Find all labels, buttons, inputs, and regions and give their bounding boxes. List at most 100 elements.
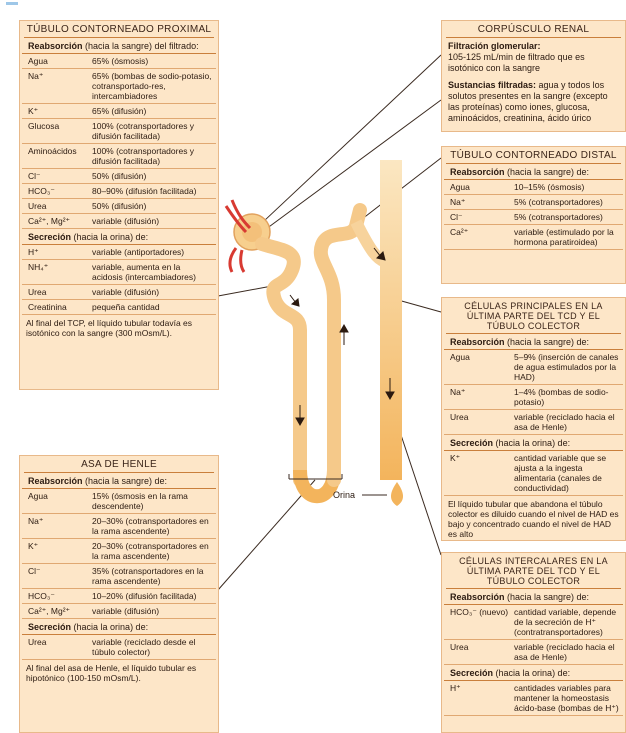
- section-secrecion: Secreción (hacia la orina) de:: [444, 665, 623, 681]
- proximal-tube: [262, 244, 300, 480]
- row-value: cantidad variable, depende de la secreci…: [514, 607, 619, 637]
- section-reabsorcion: Reabsorción (hacia la sangre) de:: [22, 473, 216, 489]
- filtracion-value: 105-125 mL/min de filtrado que es isotón…: [448, 52, 585, 73]
- panel-title: ASA DE HENLE: [24, 456, 214, 473]
- row-substance: Ca²⁺, Mg²⁺: [26, 216, 92, 226]
- row-substance: HCO₃⁻ (nuevo): [448, 607, 514, 637]
- row-value: 65% (difusión): [92, 106, 212, 116]
- row-substance: Ca²⁺, Mg²⁺: [26, 606, 92, 616]
- row-substance: H⁺: [448, 683, 514, 713]
- row-value: 10–15% (ósmosis): [514, 182, 619, 192]
- section-rest: (hacia la orina) de:: [71, 622, 148, 632]
- row-substance: Agua: [448, 352, 514, 382]
- table-row: HCO₃⁻80–90% (difusión facilitada): [22, 184, 216, 199]
- table-row: K⁺20–30% (cotransportadores en la rama a…: [22, 539, 216, 564]
- row-value: variable (estimulado por la hormona para…: [514, 227, 619, 247]
- table-row: Agua5–9% (inserción de canales de agua e…: [444, 350, 623, 385]
- section-rest: (hacia la sangre) de:: [83, 476, 168, 486]
- panel-intercalares: CÉLULAS INTERCALARES EN LA ÚLTIMA PARTE …: [441, 552, 626, 733]
- collecting-duct: [380, 160, 402, 480]
- section-rest: (hacia la orina) de:: [493, 438, 570, 448]
- section-reabsorcion: Reabsorción (hacia la sangre) de:: [444, 334, 623, 350]
- row-value: 65% (bombas de sodio-potasio, cotranspor…: [92, 71, 212, 101]
- section-secrecion: Secreción (hacia la orina) de:: [22, 229, 216, 245]
- row-value: variable, aumenta en la acidosis (interc…: [92, 262, 212, 282]
- section-label: Reabsorción: [28, 476, 83, 486]
- panel-title: TÚBULO CONTORNEADO PROXIMAL: [24, 21, 214, 38]
- table-row: Creatininapequeña cantidad: [22, 300, 216, 315]
- row-value: 35% (cotransportadores en la rama ascend…: [92, 566, 212, 586]
- section-rest: (hacia la sangre) de:: [505, 592, 590, 602]
- row-substance: K⁺: [448, 453, 514, 493]
- row-substance: HCO₃⁻: [26, 591, 92, 601]
- row-substance: K⁺: [26, 541, 92, 561]
- table-row: H⁺cantidades variables para mantener la …: [444, 681, 623, 716]
- panel-note: El líquido tubular que abandona el túbul…: [442, 496, 625, 541]
- row-value: 80–90% (difusión facilitada): [92, 186, 212, 196]
- row-substance: NH₄⁺: [26, 262, 92, 282]
- reabs-list: Agua5–9% (inserción de canales de agua e…: [442, 350, 625, 435]
- table-row: Agua65% (ósmosis): [22, 54, 216, 69]
- table-row: H⁺variable (antiportadores): [22, 245, 216, 260]
- row-substance: Cl⁻: [448, 212, 514, 222]
- panel-corpusculo: CORPÚSCULO RENAL Filtración glomerular:1…: [441, 20, 626, 132]
- table-row: K⁺65% (difusión): [22, 104, 216, 119]
- panel-principales: CÉLULAS PRINCIPALES EN LA ÚLTIMA PARTE D…: [441, 297, 626, 541]
- row-substance: Urea: [26, 637, 92, 657]
- row-substance: Agua: [26, 56, 92, 66]
- row-value: 20–30% (cotransportadores en la rama asc…: [92, 541, 212, 561]
- row-value: 50% (difusión): [92, 171, 212, 181]
- row-value: pequeña cantidad: [92, 302, 212, 312]
- table-row: Na⁺1–4% (bombas de sodio-potasio): [444, 385, 623, 410]
- ascending-limb: [321, 210, 360, 480]
- row-substance: Ca²⁺: [448, 227, 514, 247]
- table-row: Ca²⁺variable (estimulado por la hormona …: [444, 225, 623, 250]
- panel-title: TÚBULO CONTORNEADO DISTAL: [446, 147, 621, 164]
- sec-list: K⁺cantidad variable que se ajusta a la i…: [442, 451, 625, 496]
- row-value: variable (reciclado desde el túbulo cole…: [92, 637, 212, 657]
- panel-title: CÉLULAS PRINCIPALES EN LA ÚLTIMA PARTE D…: [446, 298, 621, 334]
- section-label: Reabsorción: [28, 41, 83, 51]
- row-value: 100% (cotransportadores y difusión facil…: [92, 121, 212, 141]
- section-secrecion: Secreción (hacia la orina) de:: [22, 619, 216, 635]
- row-substance: Agua: [448, 182, 514, 192]
- row-substance: H⁺: [26, 247, 92, 257]
- panel-note: Al final del asa de Henle, el líquido tu…: [20, 660, 218, 686]
- row-value: 15% (ósmosis en la rama descendente): [92, 491, 212, 511]
- row-value: 5–9% (inserción de canales de agua estim…: [514, 352, 619, 382]
- row-substance: Na⁺: [26, 71, 92, 101]
- section-label: Reabsorción: [450, 167, 505, 177]
- table-row: HCO₃⁻10–20% (difusión facilitada): [22, 589, 216, 604]
- row-value: variable (difusión): [92, 606, 212, 616]
- sec-list: H⁺cantidades variables para mantener la …: [442, 681, 625, 716]
- section-rest: (hacia la sangre) del filtrado:: [83, 41, 199, 51]
- section-label: Secreción: [28, 622, 71, 632]
- section-rest: (hacia la sangre) de:: [505, 337, 590, 347]
- section-reabsorcion: Reabsorción (hacia la sangre) de:: [444, 164, 623, 180]
- row-substance: Urea: [26, 287, 92, 297]
- row-substance: Na⁺: [448, 387, 514, 407]
- row-substance: Agua: [26, 491, 92, 511]
- filtracion-label: Filtración glomerular:: [448, 41, 541, 51]
- section-rest: (hacia la orina) de:: [71, 232, 148, 242]
- row-value: cantidad variable que se ajusta a la ing…: [514, 453, 619, 493]
- panel-title: CORPÚSCULO RENAL: [446, 21, 621, 38]
- table-row: Cl⁻35% (cotransportadores en la rama asc…: [22, 564, 216, 589]
- row-value: 5% (cotransportadores): [514, 212, 619, 222]
- section-label: Reabsorción: [450, 592, 505, 602]
- row-value: 20–30% (cotransportadores en la rama asc…: [92, 516, 212, 536]
- row-value: cantidades variables para mantener la ho…: [514, 683, 619, 713]
- panel-distal: TÚBULO CONTORNEADO DISTAL Reabsorción (h…: [441, 146, 626, 284]
- orina-label: Orina: [333, 490, 355, 500]
- row-substance: Urea: [26, 201, 92, 211]
- row-substance: Na⁺: [26, 516, 92, 536]
- section-label: Secreción: [28, 232, 71, 242]
- row-substance: Urea: [448, 412, 514, 432]
- panel-note: Al final del TCP, el líquido tubular tod…: [20, 315, 218, 341]
- row-value: 1–4% (bombas de sodio-potasio): [514, 387, 619, 407]
- panel-proximal: TÚBULO CONTORNEADO PROXIMAL Reabsorción …: [19, 20, 219, 390]
